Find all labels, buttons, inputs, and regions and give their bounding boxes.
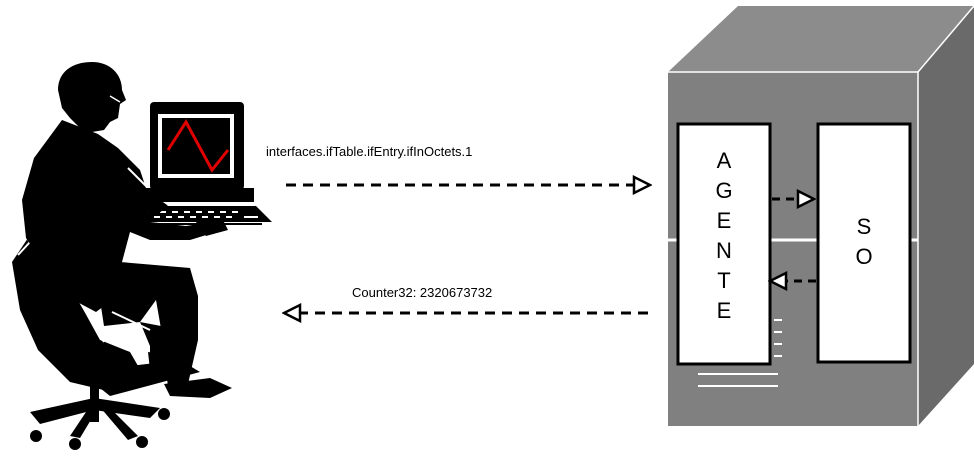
server-cabinet-icon [668, 5, 974, 426]
agent-box [676, 122, 772, 366]
person-at-computer-icon [12, 62, 272, 450]
os-letter: S [856, 214, 872, 239]
os-letter: O [855, 244, 873, 269]
agent-label: A G E N T E [678, 146, 770, 326]
agent-letter: E [716, 208, 732, 233]
agent-letter: E [716, 298, 732, 323]
agent-letter: T [717, 268, 731, 293]
agent-letter: N [716, 238, 732, 263]
agent-letter: G [715, 178, 733, 203]
request-oid-label: interfaces.ifTable.ifEntry.ifInOctets.1 [266, 144, 473, 159]
os-box [816, 122, 912, 364]
response-value-label: Counter32: 2320673732 [352, 285, 493, 300]
agent-letter: A [716, 148, 732, 173]
os-label: S O [818, 212, 910, 272]
